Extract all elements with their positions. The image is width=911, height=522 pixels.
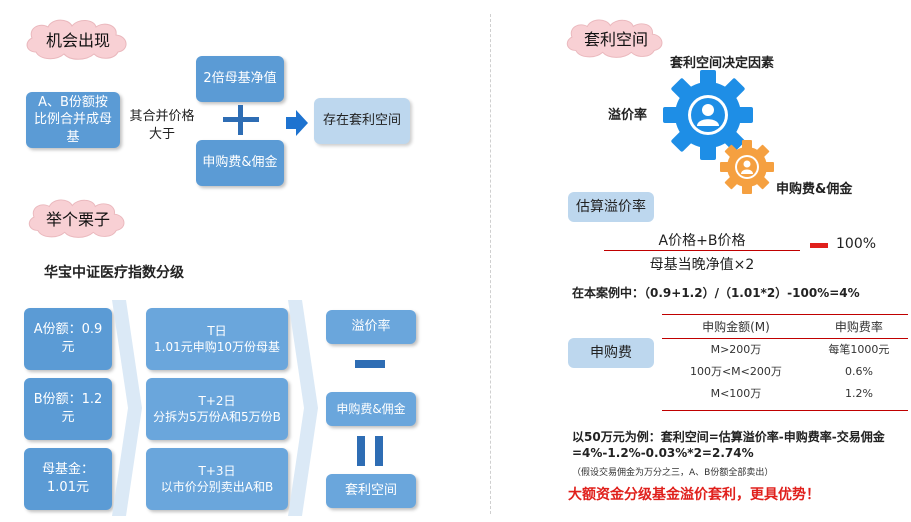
example-title: 华宝中证医疗指数分级 [44,265,184,281]
nav-box: 2倍母基净值 [196,56,284,102]
example-line-1: 以50万元为例：套利空间=估算溢价率-申购费率-交易佣金 [572,430,885,444]
table-row: M>200万 每笔1000元 [662,338,908,360]
table-row: M<100万 1.2% [710,386,873,401]
nav-label: 2倍母基净值 [203,71,277,87]
space-tag: 套利空间 [560,16,672,60]
formula-tail: 100% [836,236,877,252]
fee-table: 申购金额(M) 申购费率 M>200万 每笔1000元 100万<M<200万 … [662,316,908,404]
share-a-box: A份额：0.9元 [24,308,112,370]
fraction-line [604,250,800,251]
fee-label: 申购费&佣金 [202,155,278,171]
fee-table-wrap: 申购金额(M) 申购费率 M>200万 每笔1000元 100万<M<200万 … [662,314,908,411]
share-mother-box: 母基金：1.01元 [24,448,112,510]
cloud-icon [28,199,125,238]
step-t3-title: T+3日 [198,463,236,478]
formula-space-box: 套利空间 [326,474,416,508]
equals-icon [355,436,385,466]
chevron-band-2 [288,300,318,516]
gear-small-label: 申购费&佣金 [776,182,853,197]
right-arrow-icon [286,110,308,136]
chevron-band-1 [112,300,142,516]
step-t-title: T日 [207,323,227,338]
table-bottom-rule [662,410,908,411]
gear-person-icon [663,70,753,160]
cloud-icon [26,19,127,60]
ab-merge-box: A、B份额按比例合并成母基 [26,92,120,148]
share-b-box: B份额：1.2元 [24,378,112,440]
step-t-box: T日 1.01元申购10万份母基 [146,308,288,370]
table-top-rule [662,314,908,315]
gear-person-icon [720,140,774,194]
gear-big-label: 溢价率 [608,108,648,123]
result-label: 存在套利空间 [322,113,401,129]
case-line: 在本案例中：（0.9+1.2）/（1.01*2）-100%=4% [572,286,860,300]
table-row: 100万<M<200万 0.6% [689,364,873,379]
center-divider [490,14,491,514]
plus-icon [223,105,259,135]
step-t2-title: T+2日 [198,393,236,408]
table-header-rate: 申购费率 [834,320,883,335]
factors-title: 套利空间决定因素 [670,56,775,71]
example-line-2: =4%-1.2%-0.03%*2=2.74% [572,446,754,460]
formula-numerator: A价格+B价格 [658,233,746,249]
step-t2-desc: 分拆为5万份A和5万份B [153,410,281,424]
fee-tag: 申购费 [568,338,654,368]
formula-premium-box: 溢价率 [326,310,416,344]
formula-minus-icon [810,243,828,248]
compare-text: 其合并价格大于 [129,109,195,143]
table-header-row: 申购金额(M) 申购费率 [662,316,908,338]
cloud-icon [566,19,663,58]
step-t3-desc: 以市价分别卖出A和B [160,480,274,494]
step-t-desc: 1.01元申购10万份母基 [154,340,280,354]
step-t3-box: T+3日 以市价分别卖出A和B [146,448,288,510]
estimate-tag: 估算溢价率 [568,192,654,222]
ab-merge-label: A、B份额按比例合并成母基 [33,94,112,145]
table-header-amount: 申购金额(M) [702,320,770,335]
result-box: 存在套利空间 [314,98,410,144]
formula-denominator: 母基当晚净值×2 [649,257,755,273]
example-note: （假设交易佣金为万分之三，A、B份额全部卖出） [572,468,774,478]
opportunity-tag-label: 机会出现 [45,31,110,50]
opportunity-tag: 机会出现 [22,16,134,62]
example-tag-label: 举个栗子 [45,210,110,229]
space-tag-label: 套利空间 [583,30,648,49]
fee-box: 申购费&佣金 [196,140,284,186]
conclusion: 大额资金分级基金溢价套利，更具优势！ [568,487,820,503]
formula-fee-box: 申购费&佣金 [326,392,416,426]
minus-icon [355,360,385,368]
example-tag: 举个栗子 [22,196,134,240]
step-t2-box: T+2日 分拆为5万份A和5万份B [146,378,288,440]
